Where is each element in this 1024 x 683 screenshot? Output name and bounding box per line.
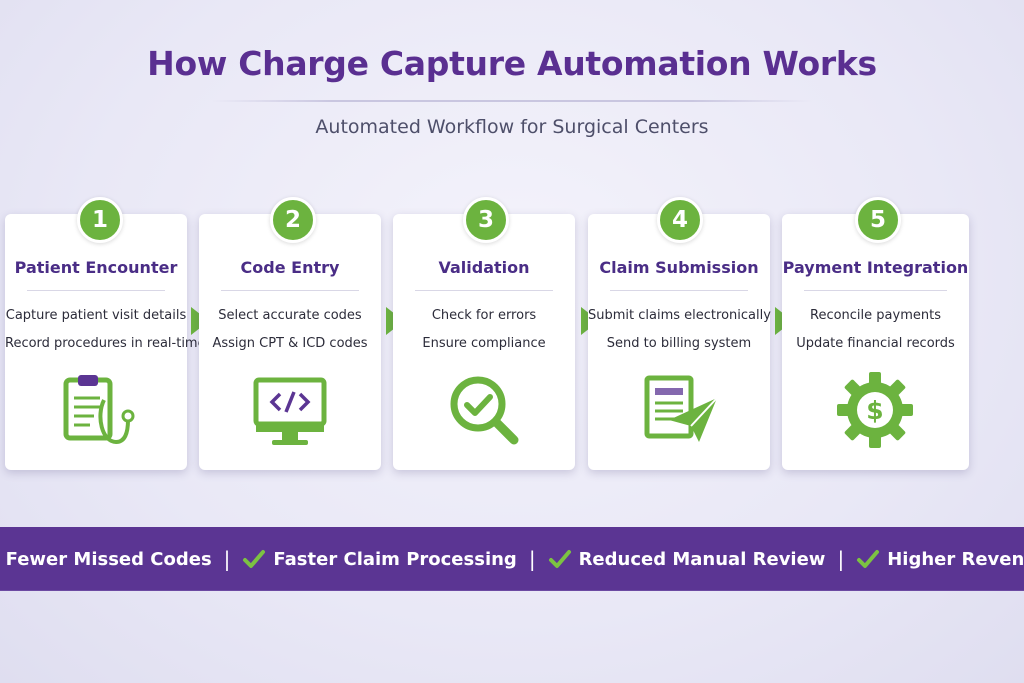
- magnifier-check-icon: [450, 376, 519, 445]
- step-card-validation: Validation Check for errors Ensure compl…: [393, 214, 575, 470]
- step-number-badge: 4: [657, 197, 703, 243]
- benefit-item: Faster Claim Processing: [242, 547, 517, 571]
- step-title: Validation: [438, 258, 530, 277]
- step-number-badge: 5: [855, 197, 901, 243]
- benefit-label: Fewer Missed Codes: [5, 548, 212, 570]
- step-title: Payment Integration: [782, 258, 969, 277]
- card-divider: [27, 290, 165, 291]
- checkmark-icon: [243, 550, 266, 568]
- step-description-line: Send to billing system: [606, 336, 752, 351]
- step-card-code-entry: Code Entry Select accurate codes Assign …: [199, 214, 381, 470]
- step-number-badge: 3: [463, 197, 509, 243]
- step-description-line: Submit claims electronically: [588, 308, 771, 323]
- step-description-line: Assign CPT & ICD codes: [212, 336, 368, 351]
- benefit-separator: |: [837, 547, 845, 571]
- benefit-separator: |: [528, 547, 536, 571]
- card-divider: [415, 290, 553, 291]
- monitor-code-icon: [253, 377, 327, 445]
- checkmark-icon: [548, 550, 571, 568]
- page-subtitle: Automated Workflow for Surgical Centers: [315, 116, 709, 138]
- step-description-line: Select accurate codes: [218, 308, 362, 323]
- document-paper-plane-icon: [644, 375, 718, 442]
- step-description-line: Record procedures in real-time: [5, 336, 206, 351]
- step-title: Claim Submission: [599, 258, 759, 277]
- card-divider: [610, 290, 748, 291]
- page-title: How Charge Capture Automation Works: [147, 44, 877, 83]
- clipboard-stethoscope-icon: [63, 375, 135, 445]
- benefit-label: Higher Revenue: [887, 548, 1024, 570]
- gear-dollar-icon: $: [837, 372, 913, 448]
- step-description-line: Update financial records: [796, 336, 955, 351]
- card-divider: [804, 290, 947, 291]
- benefit-label: Reduced Manual Review: [578, 548, 826, 570]
- benefit-item: Fewer Missed Codes: [0, 547, 212, 571]
- benefit-label: Faster Claim Processing: [273, 548, 517, 570]
- benefit-item: Higher Revenue: [856, 547, 1024, 571]
- benefit-item: Reduced Manual Review: [548, 547, 826, 571]
- step-title: Patient Encounter: [14, 258, 178, 277]
- benefit-separator: |: [223, 547, 231, 571]
- step-card-patient-encounter: Patient Encounter Capture patient visit …: [5, 214, 206, 470]
- card-divider: [221, 290, 359, 291]
- step-number-badge: 1: [77, 197, 123, 243]
- step-card-claim-submission: Claim Submission Submit claims electroni…: [588, 214, 771, 470]
- step-number-badge: 2: [270, 197, 316, 243]
- step-description-line: Capture patient visit details: [5, 308, 187, 323]
- step-card-payment-integration: Payment Integration Reconcile payments U…: [782, 214, 969, 470]
- benefits-banner: Fewer Missed Codes | Faster Claim Proces…: [0, 527, 1024, 591]
- svg-text:$: $: [866, 396, 883, 425]
- checkmark-icon: [857, 550, 880, 568]
- step-title: Code Entry: [240, 258, 340, 277]
- title-divider: [212, 100, 812, 102]
- step-description-line: Ensure compliance: [422, 336, 546, 351]
- step-description-line: Reconcile payments: [810, 308, 941, 323]
- step-description-line: Check for errors: [431, 308, 537, 323]
